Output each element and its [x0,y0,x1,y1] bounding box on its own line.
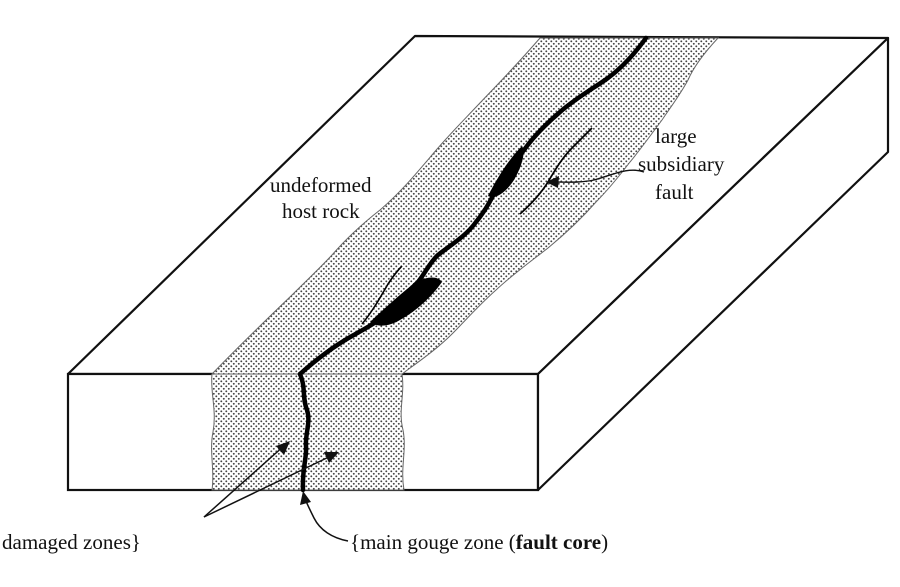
main-gouge-zone-label: {main gouge zone (fault core) [350,530,608,554]
subsidiary-fault-label-line3: fault [655,180,694,204]
fault-core-arrowhead [300,491,311,505]
fault-core-lens-upper [488,146,524,198]
damaged-zone-arrowhead-1 [276,441,290,455]
block-side-face [536,36,890,492]
subsidiary-fault-arrowhead [546,176,559,188]
fault-core-lens-lower [370,277,442,326]
damaged-zone-arrowhead-2 [324,452,339,463]
damaged-zone-leader-1 [203,444,286,518]
host-rock-label-line1: undeformed [270,173,372,197]
subsidiary-fault-leader [549,169,645,183]
large-subsidiary-fault [519,127,593,215]
damaged-zones-label: damaged zones} [2,530,141,554]
subsidiary-fault-label-line1: large [655,124,697,148]
subsidiary-fault-label-line2: subsidiary [638,152,725,176]
main-gouge-prefix: {main gouge zone ( [350,530,516,554]
main-gouge-suffix: ) [601,530,608,554]
fault-core-front [297,371,311,493]
damaged-zone-leader-2 [203,454,334,518]
fault-core-leader [303,495,349,542]
damaged-zone-top [210,37,720,375]
minor-splay-fault [361,265,403,325]
host-rock-label-line2: host rock [282,199,360,223]
fault-core-term: fault core [516,530,601,554]
